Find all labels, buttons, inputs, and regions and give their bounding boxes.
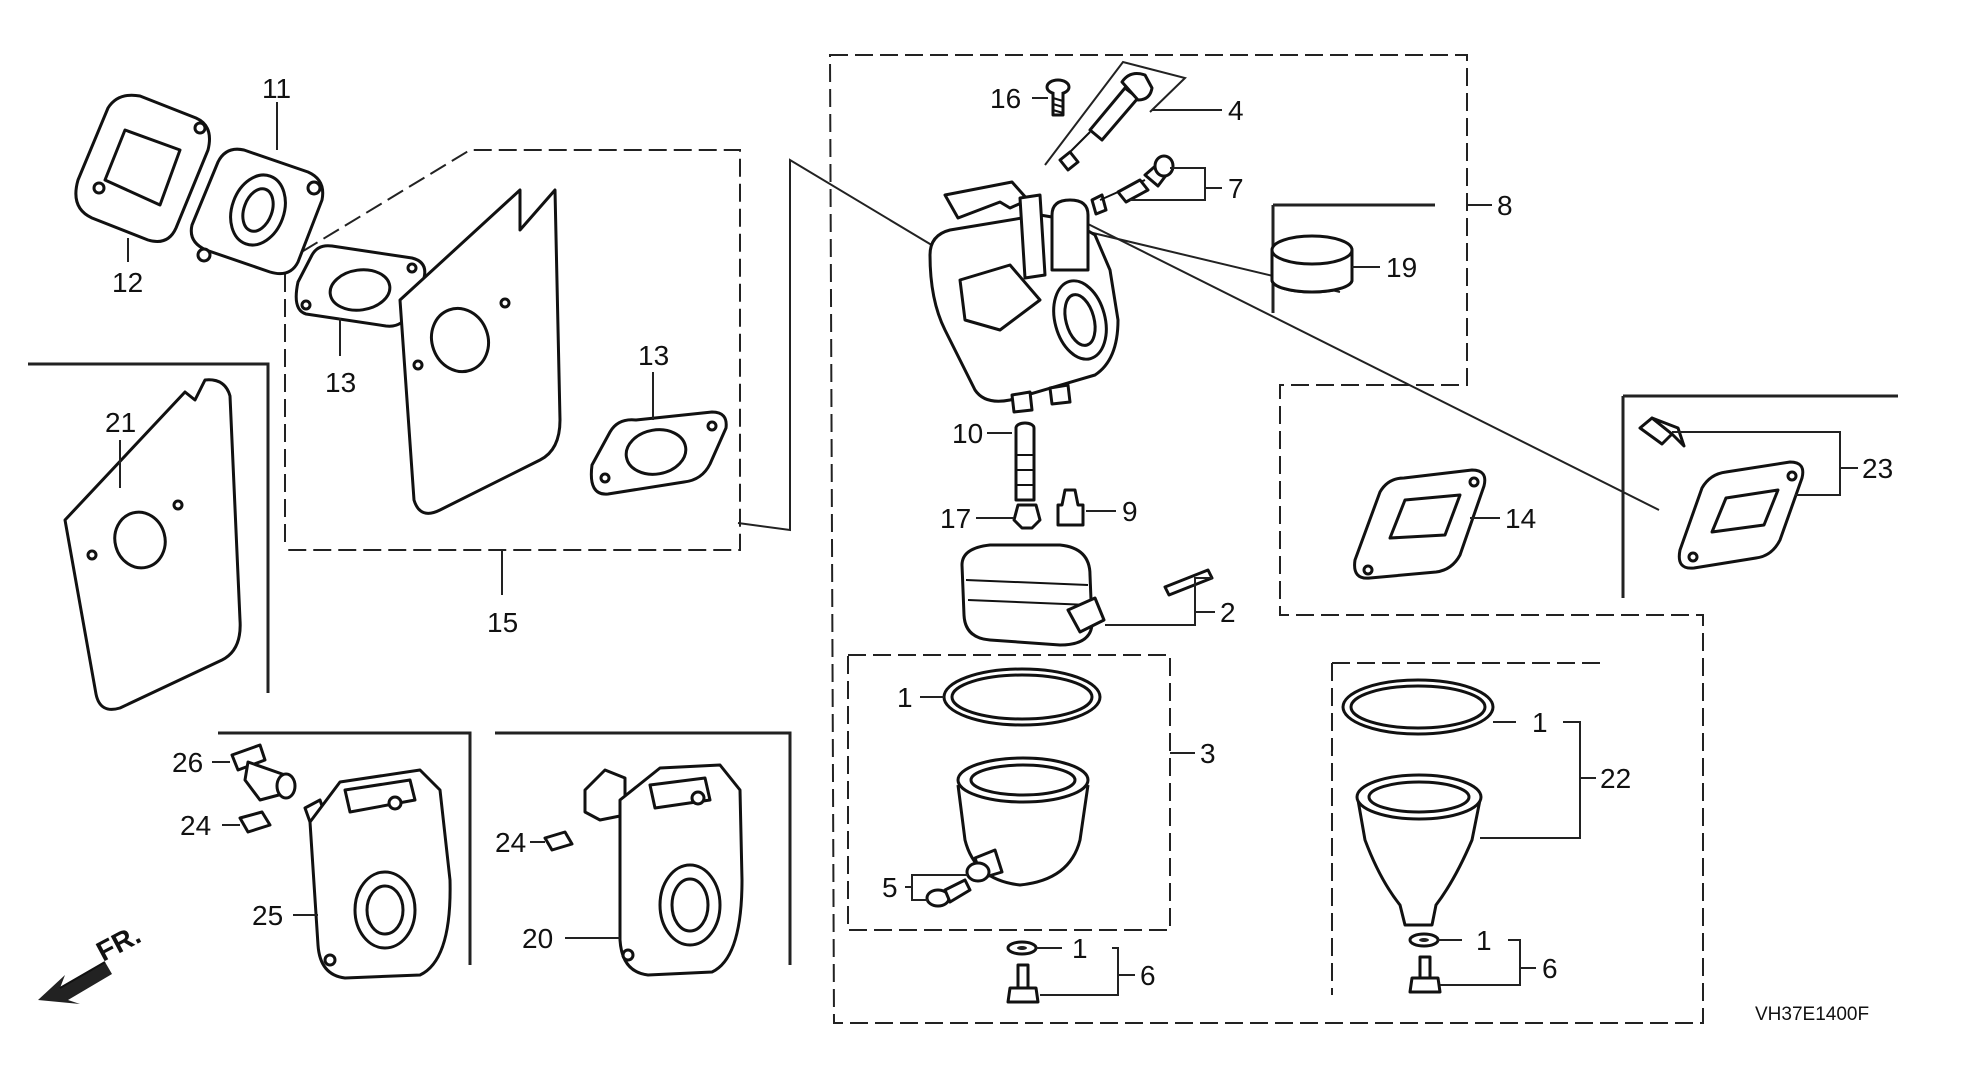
callout-1-box3: 1 bbox=[897, 682, 913, 713]
callout-16: 16 bbox=[990, 83, 1021, 114]
callout-12: 12 bbox=[112, 267, 143, 298]
callout-26: 26 bbox=[172, 747, 203, 778]
pad-24-right bbox=[543, 830, 574, 852]
callout-13-right: 13 bbox=[638, 340, 669, 371]
float-chamber-3 bbox=[956, 756, 1090, 887]
callout-labels: 11 12 13 13 15 21 16 4 7 8 19 10 17 9 2 … bbox=[105, 73, 1893, 991]
gasket-12 bbox=[74, 93, 211, 243]
needle-set-4 bbox=[1044, 60, 1187, 172]
callout-4: 4 bbox=[1228, 95, 1244, 126]
callout-1-bolt-right: 1 bbox=[1476, 925, 1492, 956]
callout-17: 17 bbox=[940, 503, 971, 534]
gasket-23 bbox=[1638, 416, 1805, 570]
callout-14: 14 bbox=[1505, 503, 1536, 534]
callout-25: 25 bbox=[252, 900, 283, 931]
callout-19: 19 bbox=[1386, 252, 1417, 283]
callout-11: 11 bbox=[262, 73, 291, 104]
main-jet-17 bbox=[1012, 503, 1042, 530]
leader-lines bbox=[119, 97, 1858, 996]
plate-21 bbox=[63, 378, 242, 711]
callout-1-box22: 1 bbox=[1532, 707, 1548, 738]
gasket-14 bbox=[1353, 468, 1487, 580]
insulator-11 bbox=[189, 147, 325, 276]
float-2 bbox=[960, 543, 1214, 647]
drain-screw-9 bbox=[1056, 488, 1085, 527]
pilot-screw-7 bbox=[1090, 154, 1175, 216]
screw-16 bbox=[1045, 78, 1071, 117]
callout-21: 21 bbox=[105, 407, 136, 438]
callout-20: 20 bbox=[522, 923, 553, 954]
callout-5: 5 bbox=[882, 872, 898, 903]
drain-screw-5 bbox=[925, 861, 991, 908]
front-direction-arrow-icon bbox=[38, 961, 112, 1004]
callout-24-left: 24 bbox=[180, 810, 211, 841]
pad-24-left bbox=[238, 810, 272, 834]
jet-holder-10 bbox=[1014, 421, 1036, 502]
spacer-25 bbox=[303, 768, 452, 980]
fitting-26 bbox=[230, 743, 297, 802]
plate-15 bbox=[398, 188, 562, 515]
callout-1-bolt-left: 1 bbox=[1072, 933, 1088, 964]
carburetor-8 bbox=[928, 180, 1120, 414]
o-ring-1-box3 bbox=[942, 667, 1102, 727]
float-chamber-22 bbox=[1355, 773, 1483, 927]
callout-23: 23 bbox=[1862, 453, 1893, 484]
diagram-code: VH37E1400F bbox=[1755, 1004, 1869, 1025]
callout-7: 7 bbox=[1228, 173, 1244, 204]
callout-6-right: 6 bbox=[1542, 953, 1558, 984]
spacer-20 bbox=[583, 763, 744, 977]
bolt-washer-6-right bbox=[1408, 932, 1442, 994]
o-ring-1-box22 bbox=[1341, 678, 1495, 736]
callout-3: 3 bbox=[1200, 738, 1216, 769]
front-indicator-label: FR. bbox=[91, 919, 145, 968]
callout-8: 8 bbox=[1497, 190, 1513, 221]
gasket-13-right bbox=[589, 410, 728, 496]
callout-6-left: 6 bbox=[1140, 960, 1156, 991]
callout-15: 15 bbox=[487, 607, 518, 638]
callout-13-left: 13 bbox=[325, 367, 356, 398]
callout-9: 9 bbox=[1122, 496, 1138, 527]
callout-24-right: 24 bbox=[495, 827, 526, 858]
callout-2: 2 bbox=[1220, 597, 1236, 628]
callout-10: 10 bbox=[952, 418, 983, 449]
cap-19 bbox=[1270, 234, 1354, 294]
callout-22: 22 bbox=[1600, 763, 1631, 794]
bolt-washer-6-left bbox=[1006, 940, 1040, 1004]
